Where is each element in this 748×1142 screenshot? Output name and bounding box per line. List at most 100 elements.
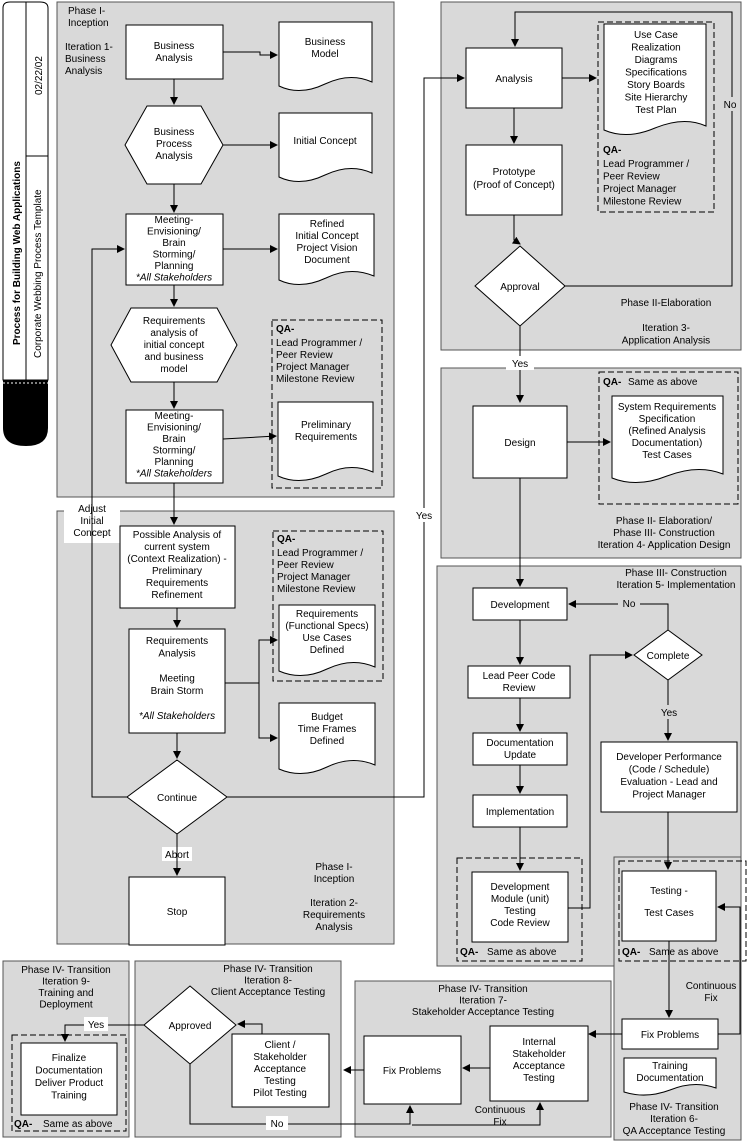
- text-line: Preliminary: [301, 420, 351, 431]
- requirements-analysis-meeting-box[interactable]: [128, 628, 226, 734]
- text-line: Phase III- Construction: [625, 568, 727, 579]
- text-line: Storming/: [153, 250, 196, 261]
- implementation-box[interactable]: [472, 794, 568, 828]
- developer-performance-box[interactable]: [600, 741, 738, 813]
- text-line: Refinement: [151, 590, 202, 601]
- text-line: Process: [156, 139, 192, 150]
- sidebar-subtitle: Corporate Webbing Process Template: [33, 189, 44, 358]
- text-line: Use Cases: [303, 633, 352, 644]
- analysis-box[interactable]: [465, 47, 563, 109]
- text-line: Internal: [522, 1037, 555, 1048]
- text-line: Preliminary: [152, 566, 202, 577]
- no-label-bg-1: [719, 97, 739, 111]
- dev-module-testing-box[interactable]: [471, 871, 569, 943]
- text-line: Acceptance: [513, 1061, 566, 1072]
- qa-title-6: QA-: [622, 947, 640, 958]
- qa-box-2: [272, 530, 384, 682]
- text-line: Time Frames: [298, 724, 357, 735]
- text-line: Lead Programmer /: [276, 338, 362, 349]
- client-testing-box[interactable]: [231, 1033, 330, 1108]
- text-line: Training: [652, 1061, 688, 1072]
- no-label-bg-2: [618, 596, 640, 610]
- complete-label: Complete: [647, 651, 690, 662]
- budget-doc[interactable]: [278, 702, 376, 774]
- text-line: Phase IV- Transition: [21, 965, 111, 976]
- text-line: Documentation: [636, 1073, 703, 1084]
- text-line: Planning: [155, 261, 194, 272]
- text-line: Acceptance: [254, 1064, 307, 1075]
- qa-title-3: QA-: [603, 145, 621, 156]
- complete-yes-label: Yes: [661, 708, 677, 719]
- use-case-doc[interactable]: [603, 23, 707, 135]
- refined-concept-doc[interactable]: [278, 213, 375, 285]
- text-line: Testing: [523, 1073, 555, 1084]
- arrow-client-to-approved: [237, 1020, 263, 1034]
- text-line: Update: [504, 750, 537, 761]
- testing-box[interactable]: [621, 870, 717, 942]
- text-line: System Requirements: [618, 402, 716, 413]
- yes-label-bg-2: [411, 508, 437, 522]
- stop-box[interactable]: [128, 876, 226, 946]
- business-analysis-box[interactable]: [125, 24, 224, 80]
- business-model-doc[interactable]: [278, 21, 373, 91]
- developer-performance-label: Developer Performance(Code / Schedule)Ev…: [616, 752, 722, 801]
- documentation-update-box[interactable]: [472, 732, 568, 766]
- text-line: Envisioning/: [147, 227, 201, 238]
- text-line: (Proof of Concept): [473, 180, 555, 191]
- text-line: (Context Realization) -: [127, 554, 226, 565]
- srs-doc[interactable]: [611, 395, 724, 483]
- training-doc[interactable]: [623, 1057, 717, 1096]
- possible-analysis-box[interactable]: [119, 525, 236, 609]
- fix-problems-box-1[interactable]: [621, 1018, 719, 1050]
- text-line: *All Stakeholders: [136, 469, 212, 480]
- meeting-envisioning-box-2[interactable]: [125, 409, 224, 484]
- text-line: Brain Storm: [151, 686, 204, 697]
- text-line: Refined: [310, 219, 344, 230]
- text-line: Possible Analysis of: [133, 530, 222, 541]
- yes-label-bg-1: [506, 356, 534, 370]
- fix-problems-box-2[interactable]: [363, 1035, 462, 1105]
- text-line: Client /: [264, 1040, 295, 1051]
- arrow-adjust-loop: [91, 245, 127, 798]
- text-line: Finalize: [52, 1053, 87, 1064]
- sidebar-title: Process for Building Web Applications: [12, 161, 23, 345]
- complete-no-label: No: [623, 599, 636, 610]
- business-process-analysis-shape[interactable]: [124, 105, 224, 185]
- qa-box-1: [271, 319, 383, 489]
- text-line: Pilot Testing: [253, 1088, 307, 1099]
- text-line: Requirements: [146, 578, 208, 589]
- requirements-analysis-shape[interactable]: [110, 307, 238, 383]
- meeting-envisioning-box-1[interactable]: [125, 213, 224, 286]
- text-line: Requirements: [295, 432, 357, 443]
- text-line: Phase I-: [315, 862, 352, 873]
- preliminary-requirements-doc[interactable]: [277, 401, 374, 481]
- approved-yes-label: Yes: [88, 1020, 104, 1031]
- text-line: Brain: [162, 238, 185, 249]
- development-box[interactable]: [472, 587, 568, 621]
- text-line: Analysis: [155, 151, 192, 162]
- initial-concept-doc[interactable]: [278, 112, 373, 182]
- text-line: Planning: [155, 457, 194, 468]
- text-line: Continuous: [475, 1105, 526, 1116]
- arrow-approved-yes: [61, 1024, 144, 1042]
- text-line: Training and: [38, 988, 93, 999]
- text-line: Test Cases: [642, 450, 691, 461]
- internal-testing-box[interactable]: [489, 1025, 589, 1102]
- lead-peer-review-box[interactable]: [467, 665, 571, 699]
- finalize-box[interactable]: [20, 1042, 118, 1116]
- text-line: Meeting: [159, 674, 195, 685]
- text-line: Phase II-Elaboration: [621, 298, 712, 309]
- text-line: Specifications: [625, 68, 687, 79]
- requirements-doc[interactable]: [278, 604, 376, 676]
